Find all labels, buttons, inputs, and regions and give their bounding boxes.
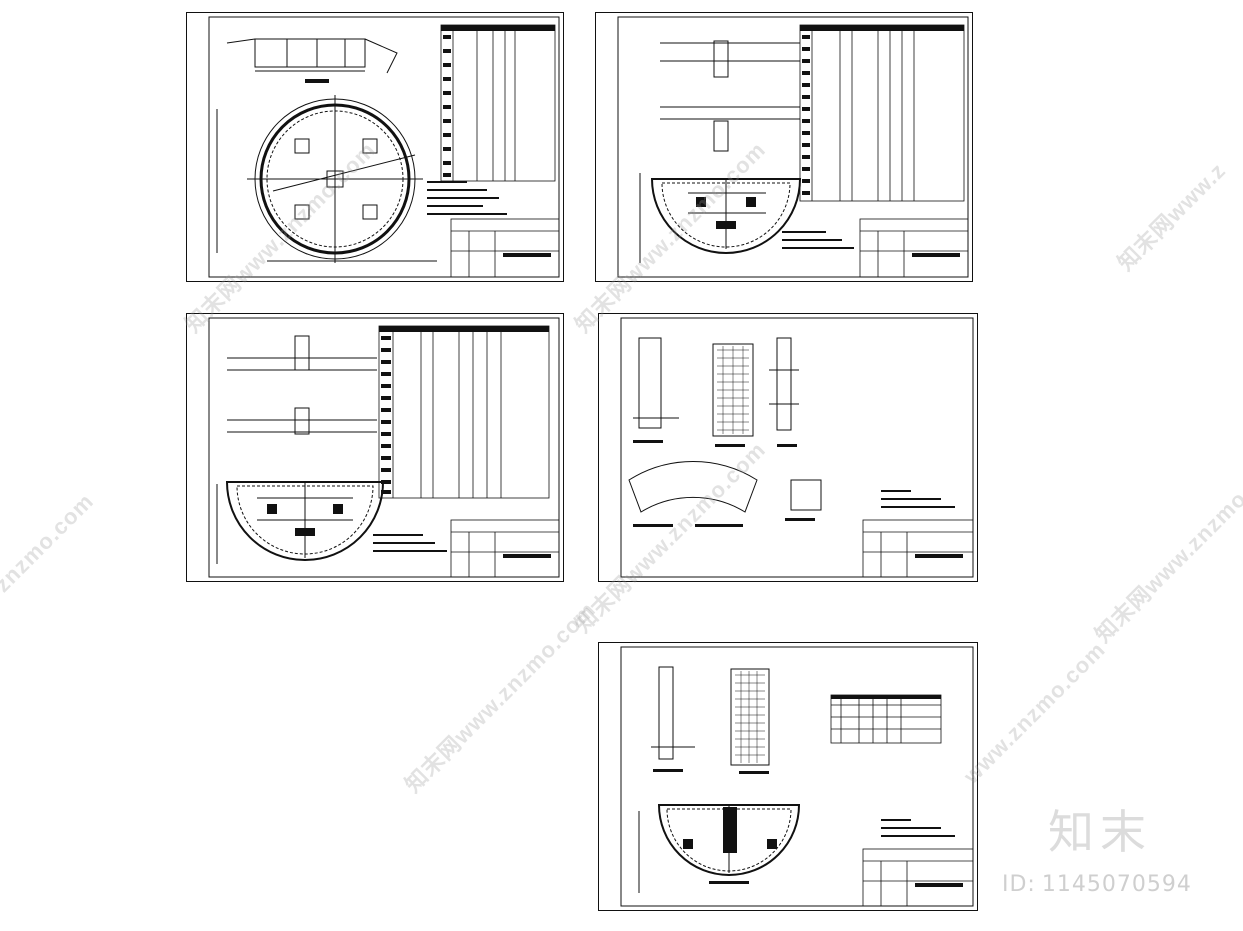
sheet-2-drawing: [617, 16, 969, 278]
document-id-value: 1145070594: [1041, 872, 1192, 897]
sheet-4-drawing: [620, 317, 974, 578]
watermark-text: znzmo.com: [0, 488, 99, 598]
drawing-sheet-2: [595, 12, 973, 282]
watermark-text: 知末网www.znzmo.com: [400, 596, 601, 798]
watermark-text: 知末网www.znzmo.com: [1090, 446, 1243, 648]
drawing-sheet-5: [598, 642, 978, 911]
drawing-sheet-4: [598, 313, 978, 582]
document-id-label: ID:: [1002, 872, 1036, 897]
brand-logo-text: 知末: [1048, 805, 1152, 859]
document-id: ID:1145070594: [1002, 872, 1192, 897]
drawing-sheet-3: [186, 313, 564, 582]
sheet-5-drawing: [620, 646, 974, 907]
drawing-sheet-1: [186, 12, 564, 282]
sheet-1-drawing: [208, 16, 560, 278]
watermark-text: www.znzmo.com: [958, 636, 1111, 789]
sheet-3-drawing: [208, 317, 560, 578]
watermark-text: 知末网www.znzmo.com: [1112, 155, 1231, 276]
